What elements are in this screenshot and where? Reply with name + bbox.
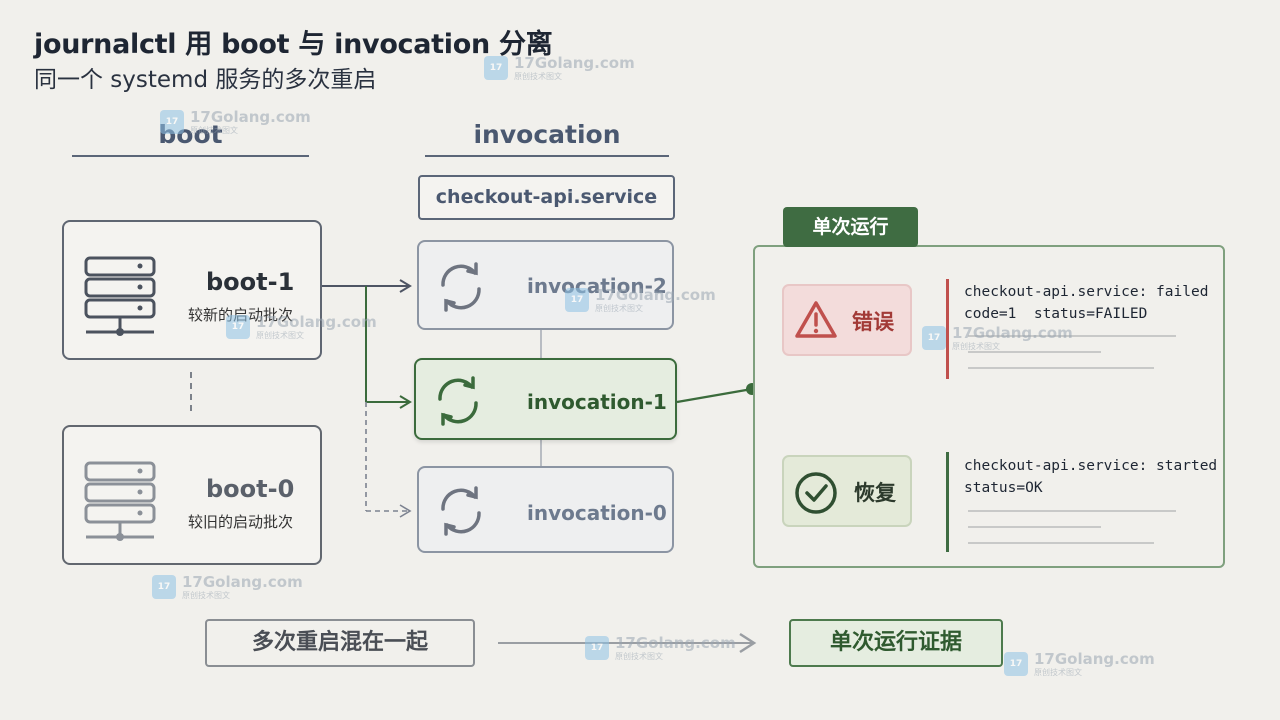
refresh-icon: [438, 376, 478, 426]
boot-heading-rule: [72, 155, 309, 157]
mixed-restarts-box: 多次重启混在一起: [205, 619, 475, 667]
invocation-0-card[interactable]: invocation-0: [417, 466, 674, 553]
refresh-icon: [441, 262, 481, 312]
refresh-icon: [441, 486, 481, 536]
log-line-placeholder: [968, 367, 1154, 369]
recover-state-box[interactable]: 恢复: [782, 455, 912, 527]
invocation-1-label: invocation-1: [527, 390, 667, 414]
invocation-2-card[interactable]: invocation-2: [417, 240, 674, 330]
boot-column-heading: boot: [158, 120, 223, 149]
single-run-tag: 单次运行: [783, 207, 918, 247]
page-title: journalctl 用 boot 与 invocation 分离: [34, 29, 553, 60]
error-log-bar: [946, 279, 949, 379]
recover-log: checkout-api.service: started status=OK: [964, 458, 1218, 496]
single-run-evidence-box: 单次运行证据: [789, 619, 1003, 667]
log-line-placeholder: [968, 526, 1101, 528]
log-line-placeholder: [968, 542, 1154, 544]
check-circle-icon: [795, 472, 837, 514]
boot-0-name: boot-0: [206, 475, 295, 503]
invocation-0-label: invocation-0: [527, 501, 667, 525]
log-line-placeholder: [968, 351, 1101, 353]
invocation-column-heading: invocation: [473, 120, 621, 149]
log-line-placeholder: [968, 335, 1176, 337]
service-name-box: checkout-api.service: [418, 175, 675, 220]
recover-log-bar: [946, 452, 949, 552]
error-label: 错误: [852, 310, 894, 334]
boot-0-desc: 较旧的启动批次: [188, 513, 294, 531]
boot-0-card[interactable]: boot-0 较旧的启动批次: [62, 425, 322, 565]
invocation-1-card[interactable]: invocation-1: [414, 358, 677, 440]
boot-1-desc: 较新的启动批次: [188, 306, 294, 324]
error-log: checkout-api.service: failed code=1 stat…: [964, 284, 1209, 322]
boot-1-card[interactable]: boot-1 较新的启动批次: [62, 220, 322, 360]
server-icon: [84, 461, 156, 541]
log-line-placeholder: [968, 510, 1176, 512]
invocation-heading-rule: [425, 155, 669, 157]
server-icon: [84, 256, 156, 336]
boot-1-name: boot-1: [206, 268, 295, 296]
page-subtitle: 同一个 systemd 服务的多次重启: [34, 67, 377, 93]
service-name: checkout-api.service: [435, 186, 658, 208]
invocation-2-label: invocation-2: [527, 274, 667, 298]
error-state-box[interactable]: 错误: [782, 284, 912, 356]
warning-icon: [795, 301, 837, 338]
recover-label: 恢复: [854, 481, 896, 505]
single-run-panel: 错误 checkout-api.service: failed code=1 s…: [753, 245, 1225, 568]
